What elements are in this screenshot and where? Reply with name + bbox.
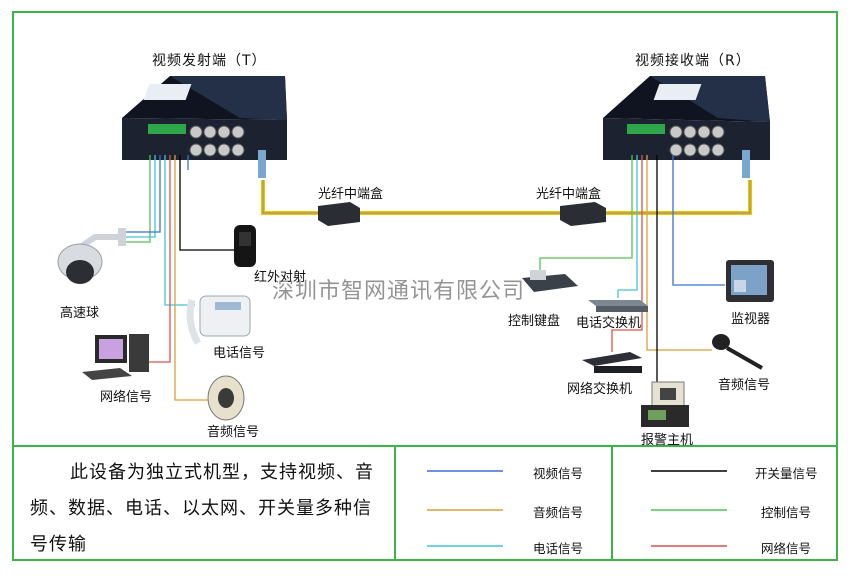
telephone-label: 电话信号 xyxy=(213,346,266,361)
alarm-host-shape xyxy=(641,381,689,427)
company-watermark: 深圳市智网通讯有限公司 xyxy=(272,279,526,304)
transmitter-label: 视频发射端（T） xyxy=(152,53,267,69)
fiber-box-left-label: 光纤中端盒 xyxy=(318,187,384,202)
legend-label-audio: 音频信号 xyxy=(533,505,584,520)
microphone-shape xyxy=(712,334,763,370)
legend-label-phone: 电话信号 xyxy=(533,541,584,556)
fiber-box-right-label: 光纤中端盒 xyxy=(536,187,602,202)
alarm-host-label: 报警主机 xyxy=(641,433,694,448)
monitor-label: 监视器 xyxy=(731,312,771,327)
telephone-shape xyxy=(186,295,251,345)
speaker-shape xyxy=(207,375,245,421)
fiber-box-left-shape xyxy=(318,202,360,226)
rx-signal-lines xyxy=(539,155,725,388)
fiber-line-core xyxy=(262,180,751,214)
legend-label-network: 网络信号 xyxy=(761,541,812,556)
network-switch-label: 网络交换机 xyxy=(567,382,633,397)
receiver-label: 视频接收端（R） xyxy=(635,53,751,69)
network-switch-shape xyxy=(582,352,642,373)
infrared-shape xyxy=(234,225,256,267)
device-description: 此设备为独立式机型，支持视频、音频、数据、电话、以太网、开关量多种信号传输 xyxy=(30,462,374,555)
transmitter-device xyxy=(122,76,287,178)
network-pc-shape xyxy=(82,334,149,380)
dome-camera-label: 高速球 xyxy=(60,306,100,321)
keyboard-label: 控制键盘 xyxy=(508,314,561,329)
diagram-frame xyxy=(12,11,838,561)
legend-label-video: 视频信号 xyxy=(533,466,584,481)
phone-switch-shape xyxy=(588,300,648,312)
tx-signal-lines xyxy=(125,155,234,401)
fiber-box-right-shape xyxy=(560,202,606,226)
legend-label-control: 控制信号 xyxy=(761,505,812,520)
dome-camera-shape xyxy=(57,228,126,284)
audio-speaker-label: 音频信号 xyxy=(207,425,260,440)
keyboard-shape xyxy=(522,270,578,292)
receiver-device xyxy=(603,76,770,178)
network-pc-label: 网络信号 xyxy=(100,390,153,405)
phone-switch-label: 电话交换机 xyxy=(576,316,642,331)
legend-label-switch: 开关量信号 xyxy=(755,466,818,481)
microphone-label: 音频信号 xyxy=(718,378,771,393)
infrared-label: 红外对射 xyxy=(254,270,307,285)
monitor-shape xyxy=(726,260,774,302)
